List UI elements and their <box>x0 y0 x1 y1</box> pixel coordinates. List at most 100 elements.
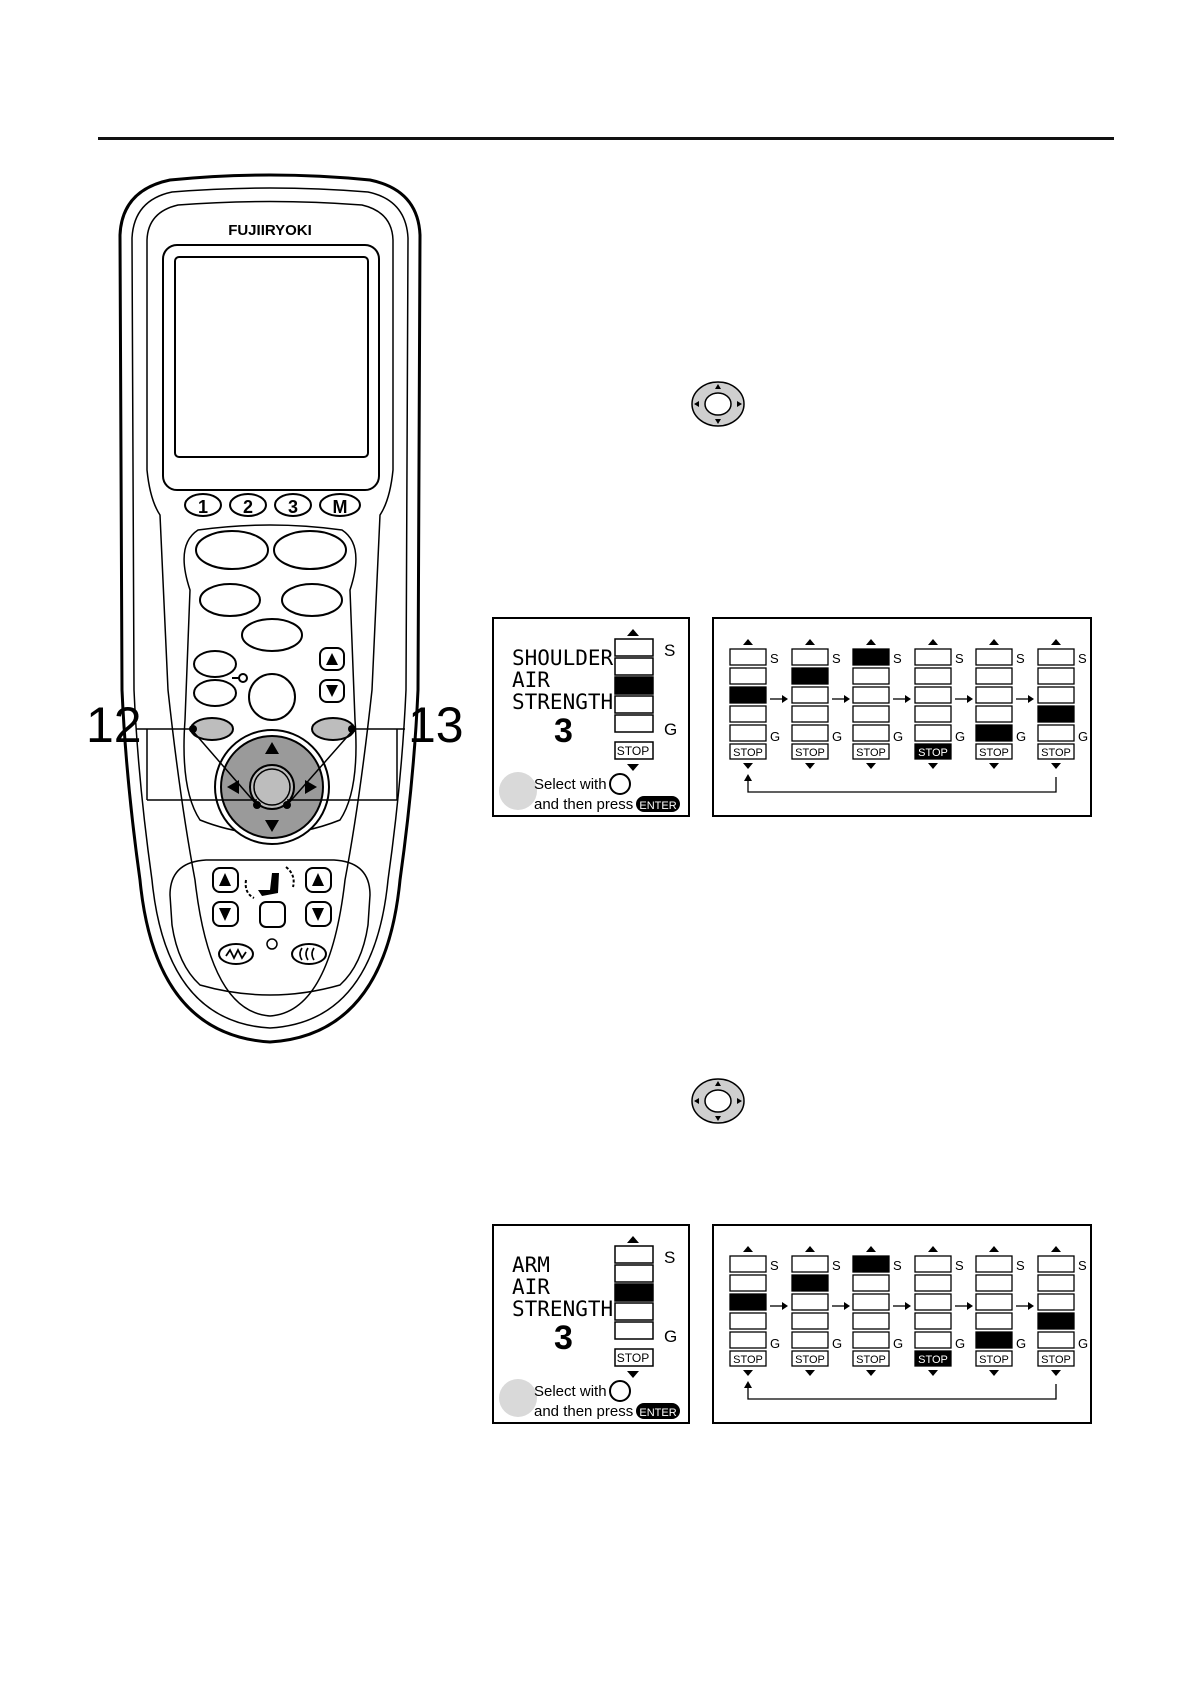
arm-cycle-step2-level-2 <box>792 1313 828 1329</box>
arm-cycle-step2-label-s: S <box>832 1258 841 1273</box>
shoulder-cycle-step5-level-2 <box>976 706 1012 722</box>
shoulder-cycle-step3-level-1 <box>853 725 889 741</box>
shoulder-meter-level-4 <box>615 658 653 675</box>
shoulder-line3: STRENGTH <box>512 690 613 714</box>
top-right-oval-button[interactable] <box>274 531 346 569</box>
key-lock-button[interactable] <box>194 680 236 706</box>
shoulder-cycle-step6-stop-label: STOP <box>1041 747 1071 759</box>
shoulder-cycle-step2-stop-label: STOP <box>795 747 825 759</box>
shoulder-enter-label: ENTER <box>639 800 676 812</box>
arm-cycle-step4-label-s: S <box>955 1258 964 1273</box>
shoulder-cycle-step3-label-g: G <box>893 729 903 744</box>
arm-line2: AIR <box>512 1275 550 1299</box>
arm-cycle-step6-level-3 <box>1038 1294 1074 1310</box>
backrest-down-button[interactable] <box>213 902 238 926</box>
top-left-oval-button[interactable] <box>196 531 268 569</box>
shoulder-cycle-step3-stop-label: STOP <box>856 747 886 759</box>
shoulder-cycle-step1-stop-label: STOP <box>733 747 763 759</box>
shoulder-hint1: Select with <box>534 776 607 793</box>
recline-center-button[interactable] <box>260 902 285 927</box>
memory-button-2[interactable]: 2 <box>230 494 266 517</box>
dpad-icon-2 <box>690 1077 746 1125</box>
arm-cycle-step6-stop-label: STOP <box>1041 1354 1071 1366</box>
arm-hint2: and then press <box>534 1403 633 1420</box>
arm-cycle-step5-level-2 <box>976 1313 1012 1329</box>
arm-hint-dpad-icon <box>610 1381 630 1401</box>
svg-text:1: 1 <box>198 497 208 517</box>
shoulder-cycle-step3-level-3 <box>853 687 889 703</box>
arm-cycle-step3-label-s: S <box>893 1258 902 1273</box>
heat-button[interactable] <box>292 944 326 964</box>
mid-left-oval-button[interactable] <box>200 584 260 616</box>
arm-cycle-step5-level-5 <box>976 1256 1012 1272</box>
center-oval-button[interactable] <box>242 619 302 651</box>
shoulder-cycle-step5-level-5 <box>976 649 1012 665</box>
shoulder-cycle-step6-label-s: S <box>1078 651 1087 666</box>
arm-cycle-step6-label-s: S <box>1078 1258 1087 1273</box>
shoulder-cycle-step1-label-g: G <box>770 729 780 744</box>
shoulder-cycle-step1-label-s: S <box>770 651 779 666</box>
shoulder-meter-level-2 <box>615 696 653 713</box>
small-left-button-top[interactable] <box>194 651 236 677</box>
arm-cycle-step2-level-4 <box>792 1275 828 1291</box>
arm-cycle-step2-level-5 <box>792 1256 828 1272</box>
arm-hint-art <box>499 1379 537 1417</box>
shoulder-meter-level-1 <box>615 715 653 732</box>
shoulder-cycle-step4-level-3 <box>915 687 951 703</box>
arm-cycle-step6-label-g: G <box>1078 1336 1088 1351</box>
shoulder-cycle-step4-level-4 <box>915 668 951 684</box>
shoulder-cycle-step2-level-5 <box>792 649 828 665</box>
shoulder-cycle-step4-stop-label: STOP <box>918 747 948 759</box>
shoulder-cycle-step3-label-s: S <box>893 651 902 666</box>
round-center-button[interactable] <box>249 674 295 720</box>
arm-cycle-step4-stop-label: STOP <box>918 1354 948 1366</box>
arm-cycle-step1-label-s: S <box>770 1258 779 1273</box>
arm-cycle-step1-level-2 <box>730 1313 766 1329</box>
memory-button-m[interactable]: M <box>320 494 360 517</box>
right-down-button[interactable] <box>320 680 344 702</box>
shoulder-hint2: and then press <box>534 796 633 813</box>
memory-button-3[interactable]: 3 <box>275 494 311 517</box>
shoulder-cycle-step1-level-1 <box>730 725 766 741</box>
arm-cycle-step3-stop-label: STOP <box>856 1354 886 1366</box>
arm-cycle-step1-level-3 <box>730 1294 766 1310</box>
arm-cycle-step3-label-g: G <box>893 1336 903 1351</box>
shoulder-cycle-step6-level-5 <box>1038 649 1074 665</box>
mid-right-oval-button[interactable] <box>282 584 342 616</box>
arm-cycle-step6-level-5 <box>1038 1256 1074 1272</box>
arm-meter-level-2 <box>615 1303 653 1320</box>
top-rule <box>98 137 1114 140</box>
arm-cycle-step6-level-4 <box>1038 1275 1074 1291</box>
arm-cycle-step1-level-4 <box>730 1275 766 1291</box>
shoulder-label-s: S <box>664 641 675 660</box>
right-up-button[interactable] <box>320 648 344 670</box>
shoulder-cycle-step1-level-5 <box>730 649 766 665</box>
footrest-down-button[interactable] <box>306 902 331 926</box>
dpad-icon-1 <box>690 380 746 428</box>
shoulder-meter-level-3 <box>615 677 653 694</box>
shoulder-cycle-step5-level-1 <box>976 725 1012 741</box>
shoulder-cycle-step6-label-g: G <box>1078 729 1088 744</box>
shoulder-cycle-step3-level-4 <box>853 668 889 684</box>
callout-number-12: 12 <box>86 700 142 750</box>
memory-button-1[interactable]: 1 <box>185 494 221 517</box>
shoulder-cycle-step5-level-3 <box>976 687 1012 703</box>
arm-line3: STRENGTH <box>512 1297 613 1321</box>
shoulder-hint-dpad-icon <box>610 774 630 794</box>
arm-cycle-step3-level-4 <box>853 1275 889 1291</box>
arm-cycle-step2-stop-label: STOP <box>795 1354 825 1366</box>
callout-number-13: 13 <box>408 700 464 750</box>
footrest-up-button[interactable] <box>306 868 331 892</box>
arm-cycle-step6-level-2 <box>1038 1313 1074 1329</box>
arm-label-s: S <box>664 1248 675 1267</box>
arm-enter-label: ENTER <box>639 1407 676 1419</box>
shoulder-hint-art <box>499 772 537 810</box>
arm-cycle-step4-level-5 <box>915 1256 951 1272</box>
arm-cycle-step4-level-3 <box>915 1294 951 1310</box>
shoulder-cycle-step1-level-4 <box>730 668 766 684</box>
arm-cycle-step2-level-1 <box>792 1332 828 1348</box>
shoulder-cycle-step1-level-3 <box>730 687 766 703</box>
massage-wave-button[interactable] <box>219 944 253 964</box>
backrest-up-button[interactable] <box>213 868 238 892</box>
